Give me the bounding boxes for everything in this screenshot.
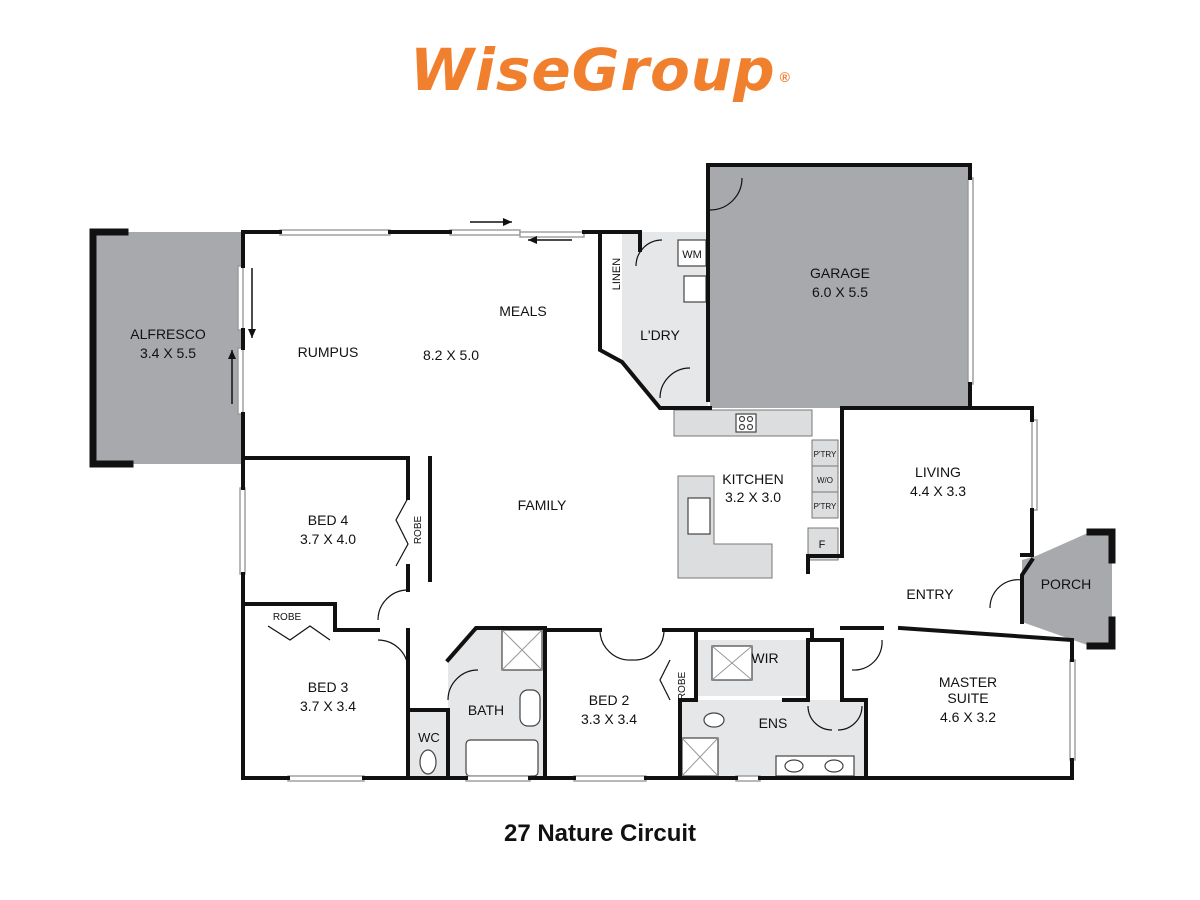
master-label-1: MASTER [939, 674, 997, 690]
bathtub-icon [465, 739, 539, 777]
master-size: 4.6 X 3.2 [940, 709, 996, 725]
laundry-label: L'DRY [640, 327, 680, 343]
porch-area [1022, 532, 1112, 646]
sliding-door-arrows [228, 218, 572, 404]
wo-label: W/O [817, 476, 833, 485]
entry-label: ENTRY [906, 586, 954, 602]
living-label: LIVING [915, 464, 961, 480]
laundry-tub-icon [683, 275, 707, 303]
cooktop-icon [735, 413, 757, 433]
doors [377, 177, 1023, 731]
washing-machine-icon [677, 239, 707, 267]
kitchen-sink-icon [687, 497, 711, 535]
porch-label: PORCH [1041, 576, 1092, 592]
garage-area [710, 165, 970, 408]
robe4-doors [395, 497, 409, 567]
pantry1-label: P'TRY [814, 450, 837, 459]
bed2-label: BED 2 [589, 692, 630, 708]
rumpus-meals-size: 8.2 X 5.0 [423, 347, 479, 363]
brand-name: WiseGroup [410, 36, 776, 104]
fridge-label: F [819, 539, 826, 551]
robe4-label: ROBE [413, 516, 424, 545]
robe2-doors [659, 659, 671, 701]
robe3-doors [267, 625, 331, 641]
vanity-basin-icon [519, 689, 541, 727]
brand-logo: WiseGroup® [0, 36, 1200, 104]
kitchen-size: 3.2 X 3.0 [725, 489, 781, 505]
windows [237, 177, 1076, 782]
bed3-label: BED 3 [308, 679, 349, 695]
bath-label: BATH [468, 702, 504, 718]
wm-label: WM [682, 249, 702, 261]
garage-label: GARAGE [810, 265, 870, 281]
family-label: FAMILY [518, 497, 567, 513]
ensuite-toilet-icon [703, 712, 725, 728]
bed4-label: BED 4 [308, 512, 349, 528]
toilet-icon [419, 749, 437, 775]
alfresco-size: 3.4 X 5.5 [140, 345, 196, 361]
bed4-size: 3.7 X 4.0 [300, 531, 356, 547]
alfresco-label: ALFRESCO [130, 326, 206, 342]
garage-size: 6.0 X 5.5 [812, 284, 868, 300]
robe2-label: ROBE [677, 672, 688, 701]
meals-label: MEALS [499, 303, 546, 319]
wc-label: WC [418, 730, 440, 745]
property-address: 27 Nature Circuit [503, 820, 697, 847]
robe3-label: ROBE [273, 612, 302, 623]
pantry2-label: P'TRY [814, 502, 837, 511]
kitchen-label: KITCHEN [722, 471, 783, 487]
alfresco-area [93, 232, 243, 464]
living-size: 4.4 X 3.3 [910, 483, 966, 499]
wir-label: WIR [751, 650, 778, 666]
rumpus-label: RUMPUS [298, 344, 359, 360]
bed3-size: 3.7 X 3.4 [300, 698, 356, 714]
ens-label: ENS [759, 715, 788, 731]
pantry-units [811, 439, 839, 519]
bed2-size: 3.3 X 3.4 [581, 711, 637, 727]
walls [89, 163, 1116, 780]
registered-mark: ® [779, 69, 790, 85]
linen-label: LINEN [611, 258, 623, 290]
master-label-2: SUITE [947, 690, 988, 706]
